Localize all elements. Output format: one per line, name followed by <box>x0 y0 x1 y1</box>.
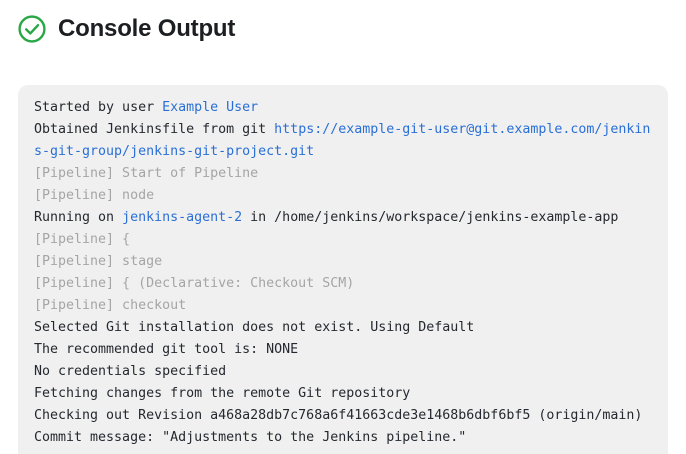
console-log-line: Commit message: "Adjustments to the Jenk… <box>34 427 652 449</box>
console-log-line: [Pipeline] node <box>34 185 652 207</box>
console-log-line: [Pipeline] Start of Pipeline <box>34 163 652 185</box>
console-log-line: Checking out Revision a468a28db7c768a6f4… <box>34 405 652 427</box>
console-log-line: The recommended git tool is: NONE <box>34 339 652 361</box>
console-log-text: Obtained Jenkinsfile from git <box>34 122 275 137</box>
console-log-line: No credentials specified <box>34 361 652 383</box>
console-log-text: [Pipeline] { (Declarative: Checkout SCM) <box>34 276 355 291</box>
console-log-text: [Pipeline] stage <box>34 254 163 269</box>
console-log-line: [Pipeline] stage <box>34 251 652 273</box>
console-log-line: Selected Git installation does not exist… <box>34 317 652 339</box>
console-log-text: [Pipeline] node <box>34 188 155 203</box>
page-title: Console Output <box>58 14 236 42</box>
circle-check-icon <box>18 14 46 43</box>
console-log-line: Obtained Jenkinsfile from git https://ex… <box>34 119 652 163</box>
console-log-text: Running on <box>34 210 123 225</box>
console-log-line: Started by user Example User <box>34 97 652 119</box>
console-log-text: The recommended git tool is: NONE <box>34 342 299 357</box>
console-log-text: No credentials specified <box>34 364 227 379</box>
console-log-line: Running on jenkins-agent-2 in /home/jenk… <box>34 207 652 229</box>
console-log-text: [Pipeline] checkout <box>34 298 187 313</box>
console-log-link[interactable]: Example User <box>162 100 259 115</box>
page-header: Console Output <box>0 0 686 44</box>
console-log-text: Commit message: "Adjustments to the Jenk… <box>34 430 467 445</box>
console-log-line: [Pipeline] { (Declarative: Checkout SCM) <box>34 273 652 295</box>
console-log-line: Fetching changes from the remote Git rep… <box>34 383 652 405</box>
console-log-line: [Pipeline] checkout <box>34 295 652 317</box>
console-log-text: Started by user <box>34 100 163 115</box>
console-log-link[interactable]: https://example-git-user@git.example.com… <box>34 122 651 159</box>
console-log-link[interactable]: jenkins-agent-2 <box>122 210 243 225</box>
console-log-text: in /home/jenkins/workspace/jenkins-examp… <box>242 210 619 225</box>
console-log-text: Selected Git installation does not exist… <box>34 320 475 335</box>
console-log-line: [Pipeline] { <box>34 229 652 251</box>
console-log-text: [Pipeline] { <box>34 232 131 247</box>
console-log-text: Fetching changes from the remote Git rep… <box>34 386 411 401</box>
console-log-text: Checking out Revision a468a28db7c768a6f4… <box>34 408 643 423</box>
console-log-text: [Pipeline] Start of Pipeline <box>34 166 259 181</box>
